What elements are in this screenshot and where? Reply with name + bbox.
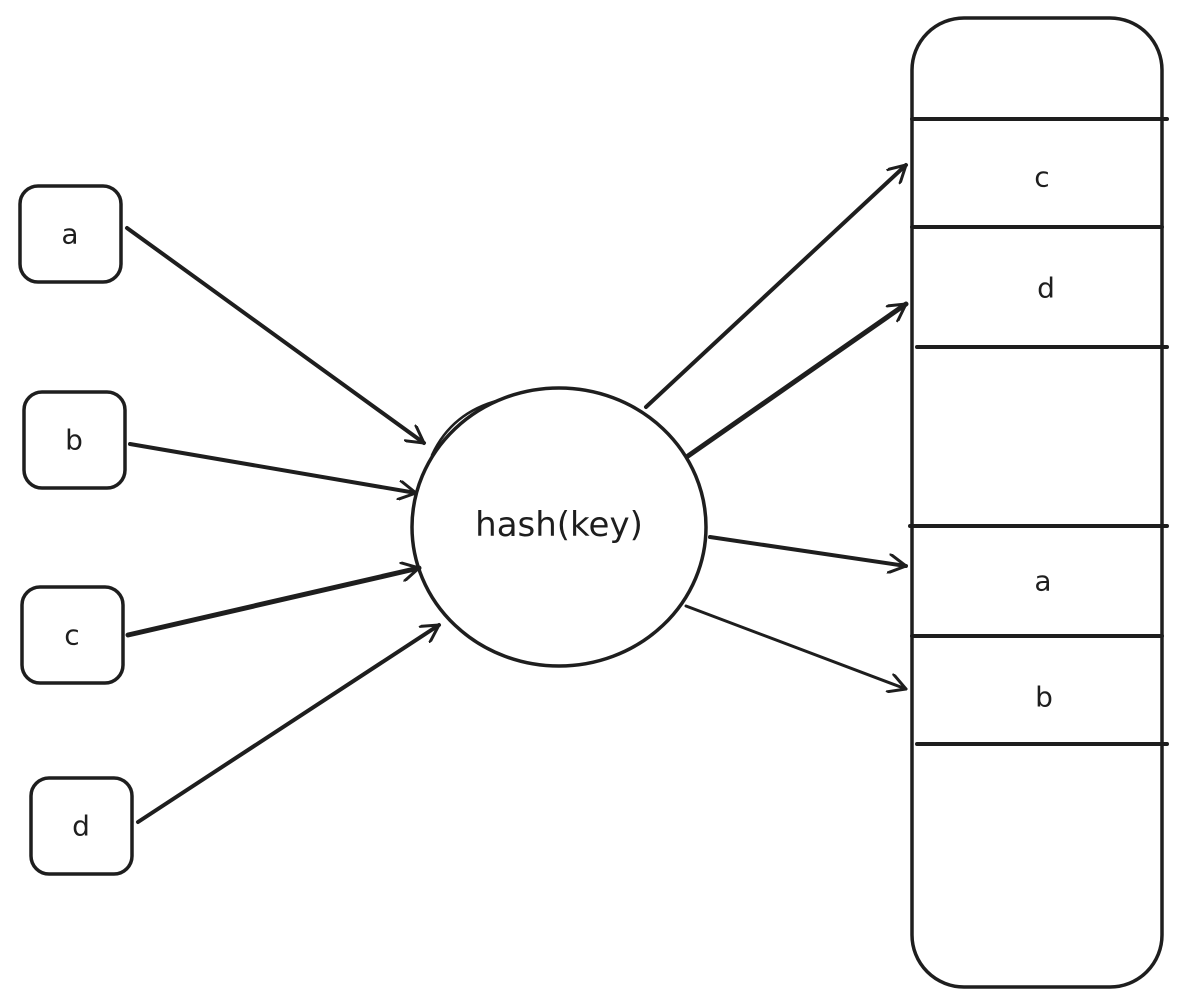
arrow-hash-to-slot-c [644, 163, 908, 409]
key-box-c: c [20, 585, 125, 685]
arrow-a-to-hash [125, 226, 426, 445]
arrow-hash-to-slot-b [684, 604, 908, 689]
table-slot-0: c [1034, 161, 1049, 194]
hash-table-outline [910, 16, 1164, 989]
key-box-b: b [22, 390, 127, 490]
arrow-c-to-hash [125, 568, 422, 638]
hash-function-node: hash(key) [410, 386, 708, 668]
arrow-hash-to-slot-a [708, 535, 908, 566]
arrow-b-to-hash [128, 442, 418, 493]
key-label-c: c [64, 619, 79, 652]
key-box-a: a [18, 184, 123, 284]
key-box-d: d [29, 776, 134, 876]
table-slot-3: a [1034, 565, 1051, 598]
arrow-hash-to-slot-d [685, 301, 909, 459]
key-label-a: a [61, 218, 78, 251]
hash-function-label: hash(key) [475, 505, 643, 545]
table-slot-4: b [1035, 681, 1053, 714]
key-label-b: b [65, 424, 83, 457]
hash-table: c d a b [908, 16, 1169, 989]
table-slot-1: d [1037, 272, 1055, 305]
key-label-d: d [72, 810, 90, 843]
arrow-d-to-hash [136, 623, 441, 824]
